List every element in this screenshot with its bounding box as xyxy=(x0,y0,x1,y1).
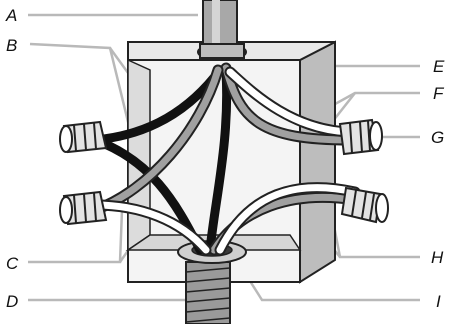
wire-nut-right-top xyxy=(338,118,383,156)
label-i: I xyxy=(436,292,441,311)
wire-nut-right-bottom xyxy=(340,186,389,224)
black-wire-top-down xyxy=(205,67,232,255)
label-e: E xyxy=(433,57,445,76)
wires xyxy=(89,62,361,256)
labels: A B C D E F G H I xyxy=(5,6,445,311)
wire-nuts xyxy=(59,118,389,226)
wire-nut-left-top xyxy=(59,120,108,154)
label-g: G xyxy=(431,128,444,147)
label-b: B xyxy=(6,36,17,55)
wire-nut-left-bottom xyxy=(59,190,108,226)
label-a: A xyxy=(5,6,17,25)
top-conduit xyxy=(197,0,247,61)
label-d: D xyxy=(6,292,18,311)
label-f: F xyxy=(433,84,445,103)
label-h: H xyxy=(431,248,444,267)
label-c: C xyxy=(6,254,19,273)
